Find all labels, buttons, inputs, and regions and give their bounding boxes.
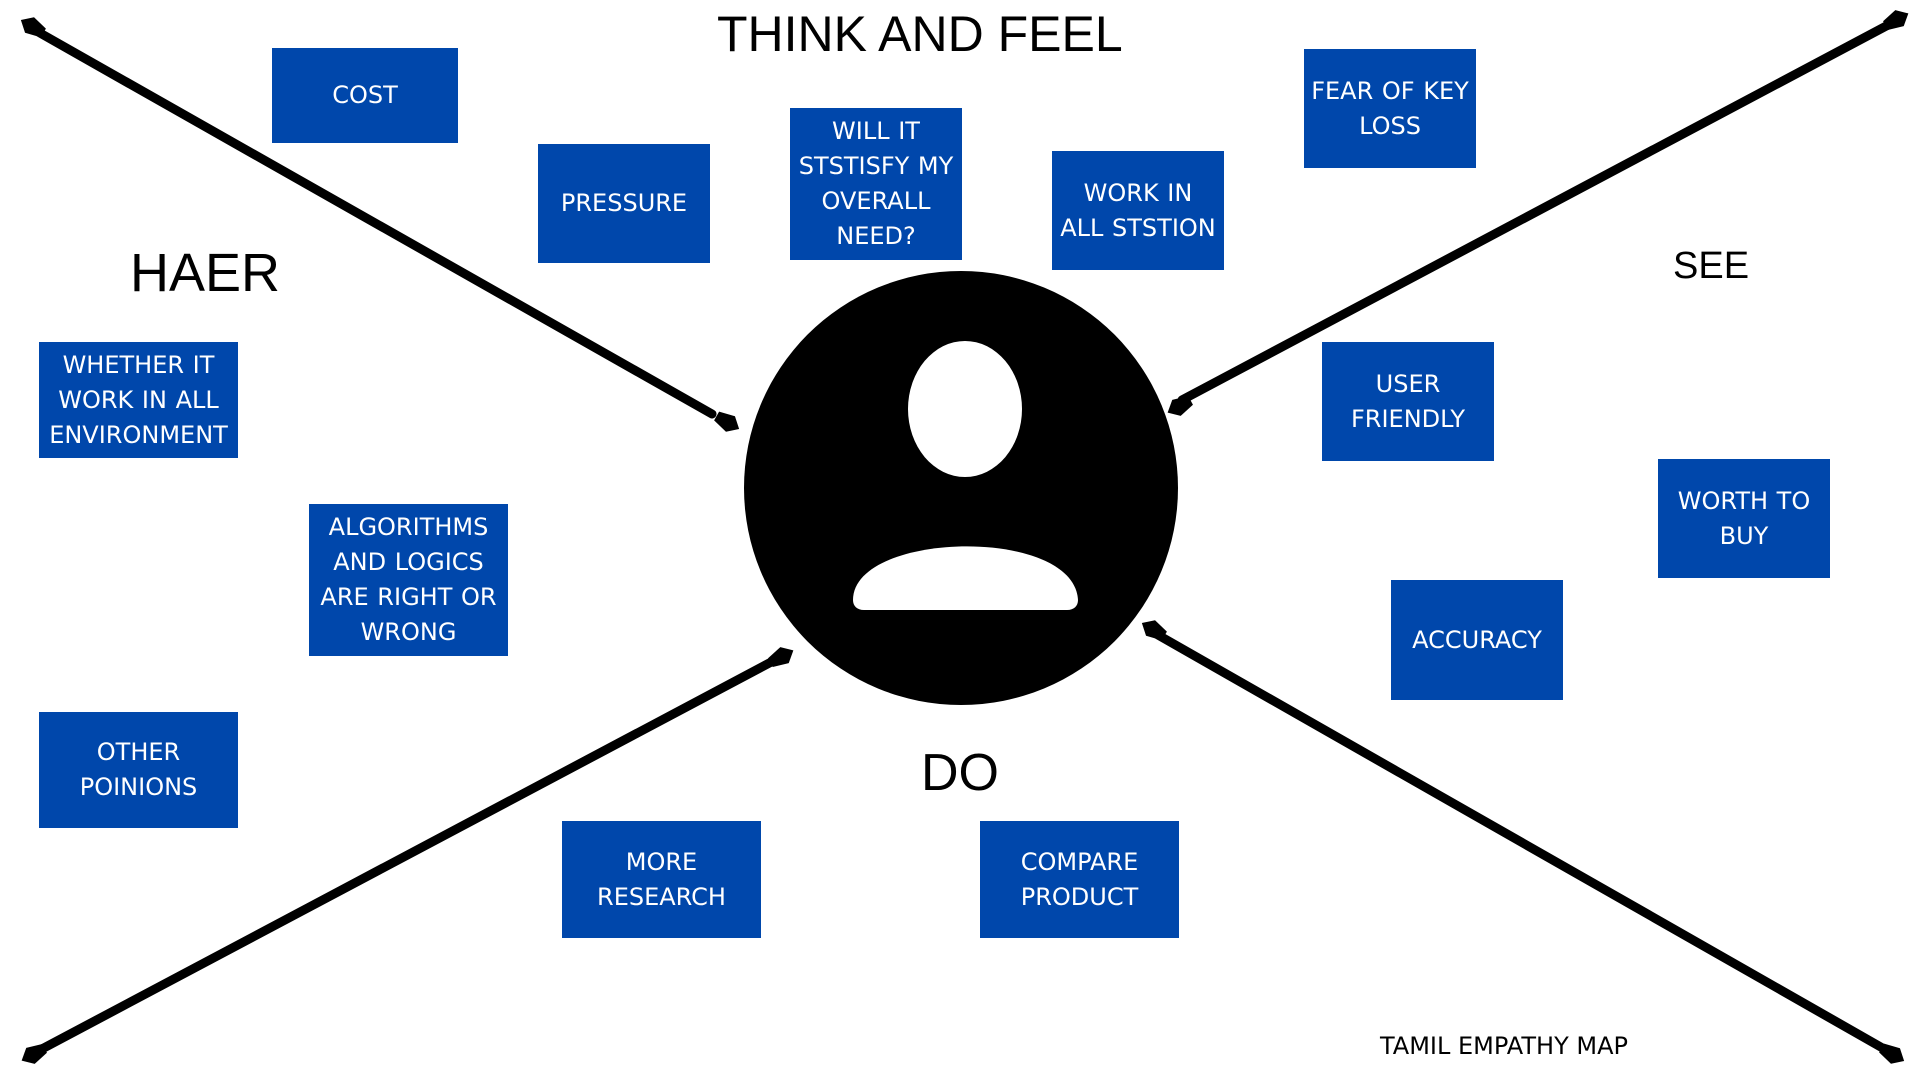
note-other-opinions: OTHER POINIONS xyxy=(39,712,238,828)
note-worth-to-buy: WORTH TO BUY xyxy=(1658,459,1830,578)
line-top-left xyxy=(35,28,717,419)
endpoint-marker-bottom-right-inner xyxy=(1141,620,1167,641)
endpoint-marker-top-right-inner xyxy=(1167,395,1193,416)
note-will-it-satisfy: WILL IT STSTISFY MY OVERALL NEED? xyxy=(790,108,962,260)
note-user-friendly: USER FRIENDLY xyxy=(1322,342,1494,461)
user-avatar-icon xyxy=(744,271,1178,705)
endpoint-marker-top-right xyxy=(1883,10,1909,31)
note-cost: COST xyxy=(272,48,458,143)
note-accuracy: ACCURACY xyxy=(1391,580,1563,700)
note-whether-it-work: WHETHER IT WORK IN ALL ENVIRONMENT xyxy=(39,342,238,458)
endpoint-marker-bottom-left-inner xyxy=(768,647,794,668)
line-bottom-right xyxy=(1153,630,1891,1055)
footer-title: TAMIL EMPATHY MAP xyxy=(1380,1032,1628,1060)
heading-hear: HAER xyxy=(130,243,281,303)
endpoint-marker-top-left-inner xyxy=(714,411,740,432)
note-algorithms-and-logics: ALGORITHMS AND LOGICS ARE RIGHT OR WRONG xyxy=(309,504,508,656)
note-work-in-all-station: WORK IN ALL STSTION xyxy=(1052,151,1224,270)
heading-think-and-feel: THINK AND FEEL xyxy=(717,6,1123,62)
note-fear-of-key-loss: FEAR OF KEY LOSS xyxy=(1304,49,1476,168)
heading-do: DO xyxy=(921,744,999,802)
line-top-right xyxy=(1177,19,1895,405)
line-bottom-left xyxy=(35,655,780,1055)
note-pressure: PRESSURE xyxy=(538,144,710,263)
endpoint-marker-top-left xyxy=(20,17,46,38)
heading-see: SEE xyxy=(1673,245,1750,287)
endpoint-marker-bottom-left xyxy=(21,1043,47,1064)
note-more-research: MORE RESEARCH xyxy=(562,821,761,938)
note-compare-product: COMPARE PRODUCT xyxy=(980,821,1179,938)
endpoint-marker-bottom-right xyxy=(1879,1043,1905,1064)
